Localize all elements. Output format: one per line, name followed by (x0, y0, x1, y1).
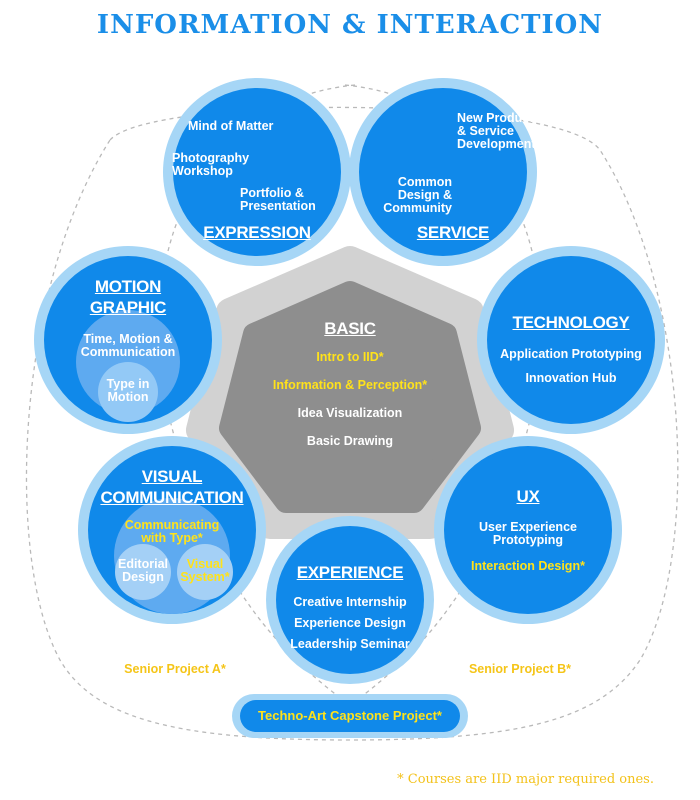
basic-item-idea-visualization: Idea Visualization (297, 406, 403, 420)
page-title: INFORMATION & INTERACTION (96, 10, 604, 40)
experience-item-creative-internship: Creative Internship (293, 595, 407, 609)
ux-circle[interactable] (444, 446, 612, 614)
motion-graphic-item-time-motion: Time, Motion & Communication (80, 332, 176, 360)
expression-heading: EXPRESSION (203, 223, 311, 242)
service-item-new-product: New Product & Service Development (457, 111, 536, 152)
basic-heading: BASIC (324, 319, 376, 338)
senior-project-b-label: Senior Project B* (468, 662, 572, 676)
basic-inner-heptagon (219, 281, 481, 513)
basic-item-information-perception: Information & Perception* (272, 378, 428, 392)
ux-heading: UX (516, 487, 540, 506)
expression-circle[interactable] (173, 88, 341, 256)
type-in-motion-circle (98, 362, 158, 422)
expression-item-mind-of-matter: Mind of Matter (188, 119, 274, 133)
experience-item-leadership-seminar: Leadership Seminar (290, 637, 410, 651)
visual-communication-item-communicating-type: Communicating with Type* (124, 518, 220, 546)
footnote: * Courses are IID major required ones. (397, 772, 654, 787)
motion-graphic-heading: MOTION GRAPHIC (89, 277, 167, 318)
technology-item-app-prototyping: Application Prototyping (500, 347, 642, 361)
experience-circle[interactable] (276, 526, 424, 674)
ux-item-interaction-design: Interaction Design* (471, 559, 585, 573)
senior-project-a-label: Senior Project A* (124, 662, 226, 676)
visual-communication-item-editorial-design: Editorial Design (117, 557, 168, 585)
capstone-label: Techno-Art Capstone Project* (258, 708, 442, 723)
service-circle[interactable] (359, 88, 527, 256)
visual-communication-heading: VISUAL COMMUNICATION (100, 467, 244, 508)
basic-item-intro-to-iid: Intro to IID* (316, 350, 384, 364)
technology-heading: TECHNOLOGY (512, 313, 630, 332)
technology-circle[interactable] (487, 256, 655, 424)
dashed-boundary-outer (25, 106, 679, 741)
visual-system-circle (177, 544, 233, 600)
ux-item-user-experience-prototyping: User Experience Prototyping (479, 520, 577, 548)
editorial-design-circle (115, 544, 171, 600)
service-heading: SERVICE (416, 223, 490, 242)
expression-item-portfolio: Portfolio & Presentation (240, 186, 316, 214)
basic-item-basic-drawing: Basic Drawing (306, 434, 394, 448)
technology-item-innovation-hub: Innovation Hub (525, 371, 617, 385)
expression-item-photography: Photography Workshop (172, 151, 250, 179)
capstone-pill[interactable] (240, 700, 460, 732)
visual-communication-item-visual-system: Visual System* (180, 557, 230, 585)
service-item-common-design: Common Design & Community (383, 175, 452, 216)
experience-heading: EXPERIENCE (296, 563, 404, 582)
experience-item-experience-design: Experience Design (294, 616, 406, 630)
motion-graphic-item-type-in-motion: Type in Motion (106, 377, 150, 405)
